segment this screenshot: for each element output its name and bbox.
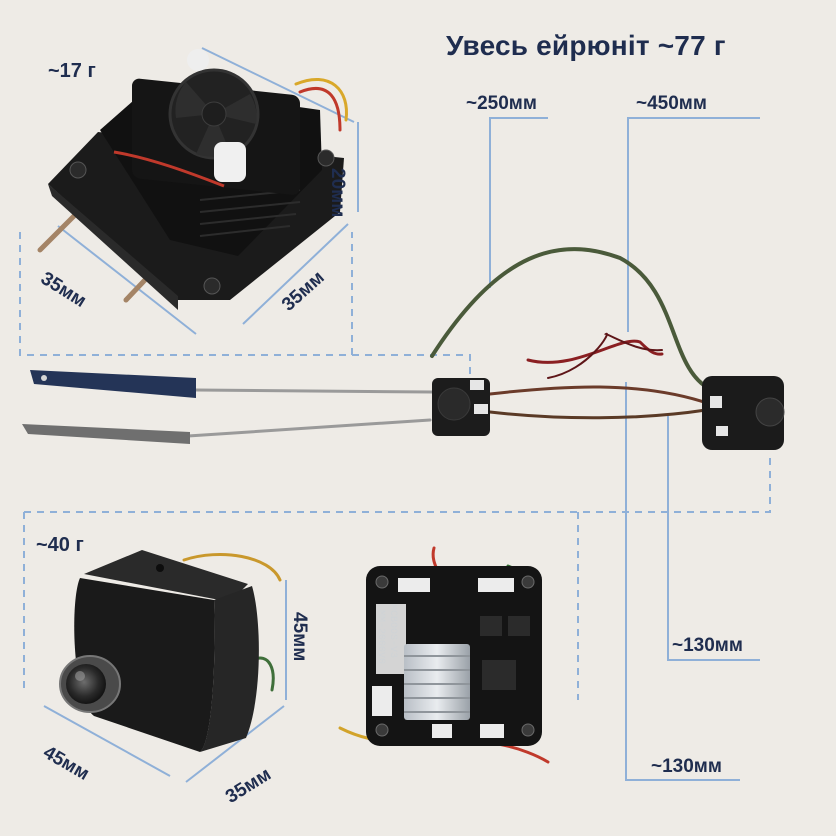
vtx-module: [48, 49, 344, 310]
small-camera-lens: [755, 397, 785, 427]
board-mount-3: [375, 723, 389, 737]
small-vtx: [432, 378, 490, 436]
board-cable-length-label-2: ~130мм: [651, 756, 722, 777]
board-chip-label: MCBOOS-V3: [387, 604, 398, 659]
guide-130a: [667, 416, 760, 661]
red-power-cable: [526, 339, 664, 364]
camera-weight-label: ~40 г: [36, 534, 84, 556]
camera-cable-length-label: ~450мм: [636, 93, 707, 114]
vtx-weight-label: ~17 г: [48, 60, 96, 82]
dim-45w-line: [43, 705, 171, 777]
board-connector-bottom-1: [432, 724, 452, 738]
guide-450: [627, 117, 760, 332]
dim-35b-line: [242, 223, 349, 325]
antenna-cable-length-label: ~250мм: [466, 93, 537, 114]
antenna-strip-2: [22, 424, 190, 444]
board-mount-1: [375, 575, 389, 589]
board-wires-4: [496, 742, 550, 764]
guide-130b: [625, 382, 740, 781]
antenna-cable-green: [430, 247, 714, 392]
page-title: Увесь ейрюніт ~77 г: [446, 30, 726, 61]
camera-lens-icon: [66, 664, 106, 704]
antenna-coax-1: [194, 388, 434, 394]
vtx-red-wire: [113, 150, 225, 188]
heatsink-icon: [404, 644, 470, 720]
camera-body-side: [200, 586, 259, 752]
twisted-cable-lower: [488, 408, 708, 420]
board-label-area: [376, 604, 406, 674]
dim-35a-line: [57, 225, 197, 335]
small-camera-connector-2: [716, 426, 728, 436]
board-chip-2: [508, 616, 530, 636]
board-chip-sublabel: MM-2000V0: [375, 610, 386, 665]
antenna-dot: [41, 375, 47, 381]
fan-wires: [294, 77, 348, 122]
guide-250: [489, 117, 548, 288]
board-connector-left: [372, 686, 392, 716]
board-connector-top-2: [478, 578, 514, 592]
board-cable-length-label-1: ~130мм: [672, 635, 743, 656]
board-connector-bottom-2: [480, 724, 504, 738]
fan-wires-red: [298, 86, 342, 132]
antenna-coax-2: [186, 418, 432, 438]
fan-hub: [201, 101, 227, 127]
camera-body-front: [74, 578, 215, 752]
small-vtx-connector: [470, 380, 484, 390]
cam-wires: [182, 553, 282, 582]
antennas: [22, 370, 196, 444]
camera-lens-glint: [75, 671, 85, 681]
guide-camera-box: [23, 455, 771, 694]
red-power-cable-2: [547, 332, 663, 379]
heatsink-fins: [404, 655, 470, 713]
board-chip-1: [480, 616, 502, 636]
vtx-coax-1: [37, 207, 83, 253]
camera-body-top: [84, 550, 248, 602]
board-mount-4: [521, 723, 535, 737]
board-connector-top-1: [398, 578, 430, 592]
small-camera-connector: [710, 396, 722, 408]
camera-height-label: 45мм: [289, 612, 310, 662]
dim-35c-line: [185, 705, 285, 783]
twisted-cable-upper: [488, 385, 712, 406]
small-vtx-fan: [437, 387, 471, 421]
camera-hole: [156, 564, 164, 572]
camera-board: [366, 566, 542, 746]
small-camera: [702, 376, 785, 450]
board-chip-3: [482, 660, 516, 690]
vtx-height-label: 20мм: [327, 168, 348, 218]
dim-top-line: [201, 47, 355, 123]
camera-module: [59, 550, 259, 752]
vtx-side: [48, 184, 178, 310]
antenna-icon: [30, 370, 196, 398]
board-mount-2: [521, 575, 535, 589]
small-vtx-connector-2: [474, 404, 488, 414]
guide-vtx-box: [19, 232, 471, 380]
vtx-screws: [69, 49, 335, 295]
